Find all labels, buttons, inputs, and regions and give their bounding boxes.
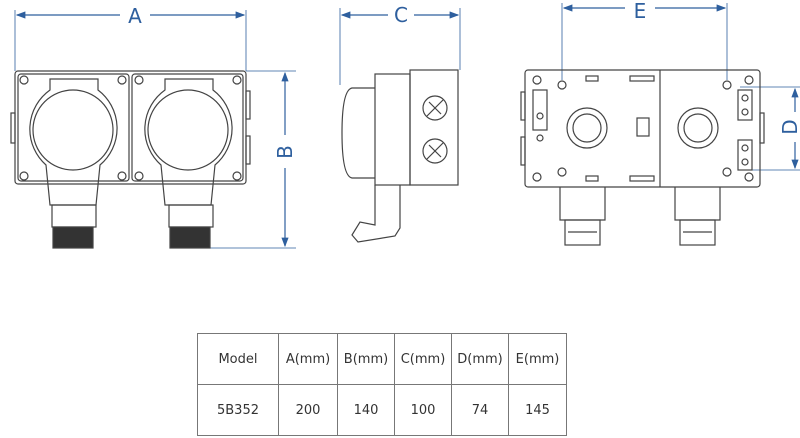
dimension-b-label: B xyxy=(273,145,297,159)
cell-b: 140 xyxy=(337,384,395,436)
dimension-e-label: E xyxy=(634,0,647,23)
cell-d: 74 xyxy=(451,384,509,436)
dimension-c-label: C xyxy=(394,3,408,27)
dimension-a-label: A xyxy=(128,4,142,28)
cell-a: 200 xyxy=(278,384,338,436)
header-c: C(mm) xyxy=(394,333,452,385)
cell-c: 100 xyxy=(394,384,452,436)
dimensions-table: Model A(mm) B(mm) C(mm) D(mm) E(mm) 5B35… xyxy=(197,333,567,436)
cell-e: 145 xyxy=(508,384,567,436)
cell-model: 5B352 xyxy=(197,384,279,436)
table-header-row: Model A(mm) B(mm) C(mm) D(mm) E(mm) xyxy=(197,333,567,385)
front-view xyxy=(10,10,296,249)
side-view xyxy=(339,8,461,243)
technical-drawing: A B C E D xyxy=(10,0,800,249)
back-view xyxy=(520,3,800,246)
table-row: 5B352 200 140 100 74 145 xyxy=(197,384,567,436)
header-b: B(mm) xyxy=(337,333,395,385)
header-model: Model xyxy=(197,333,279,385)
dimension-d-label: D xyxy=(778,119,800,134)
header-d: D(mm) xyxy=(451,333,509,385)
header-a: A(mm) xyxy=(278,333,338,385)
header-e: E(mm) xyxy=(508,333,567,385)
